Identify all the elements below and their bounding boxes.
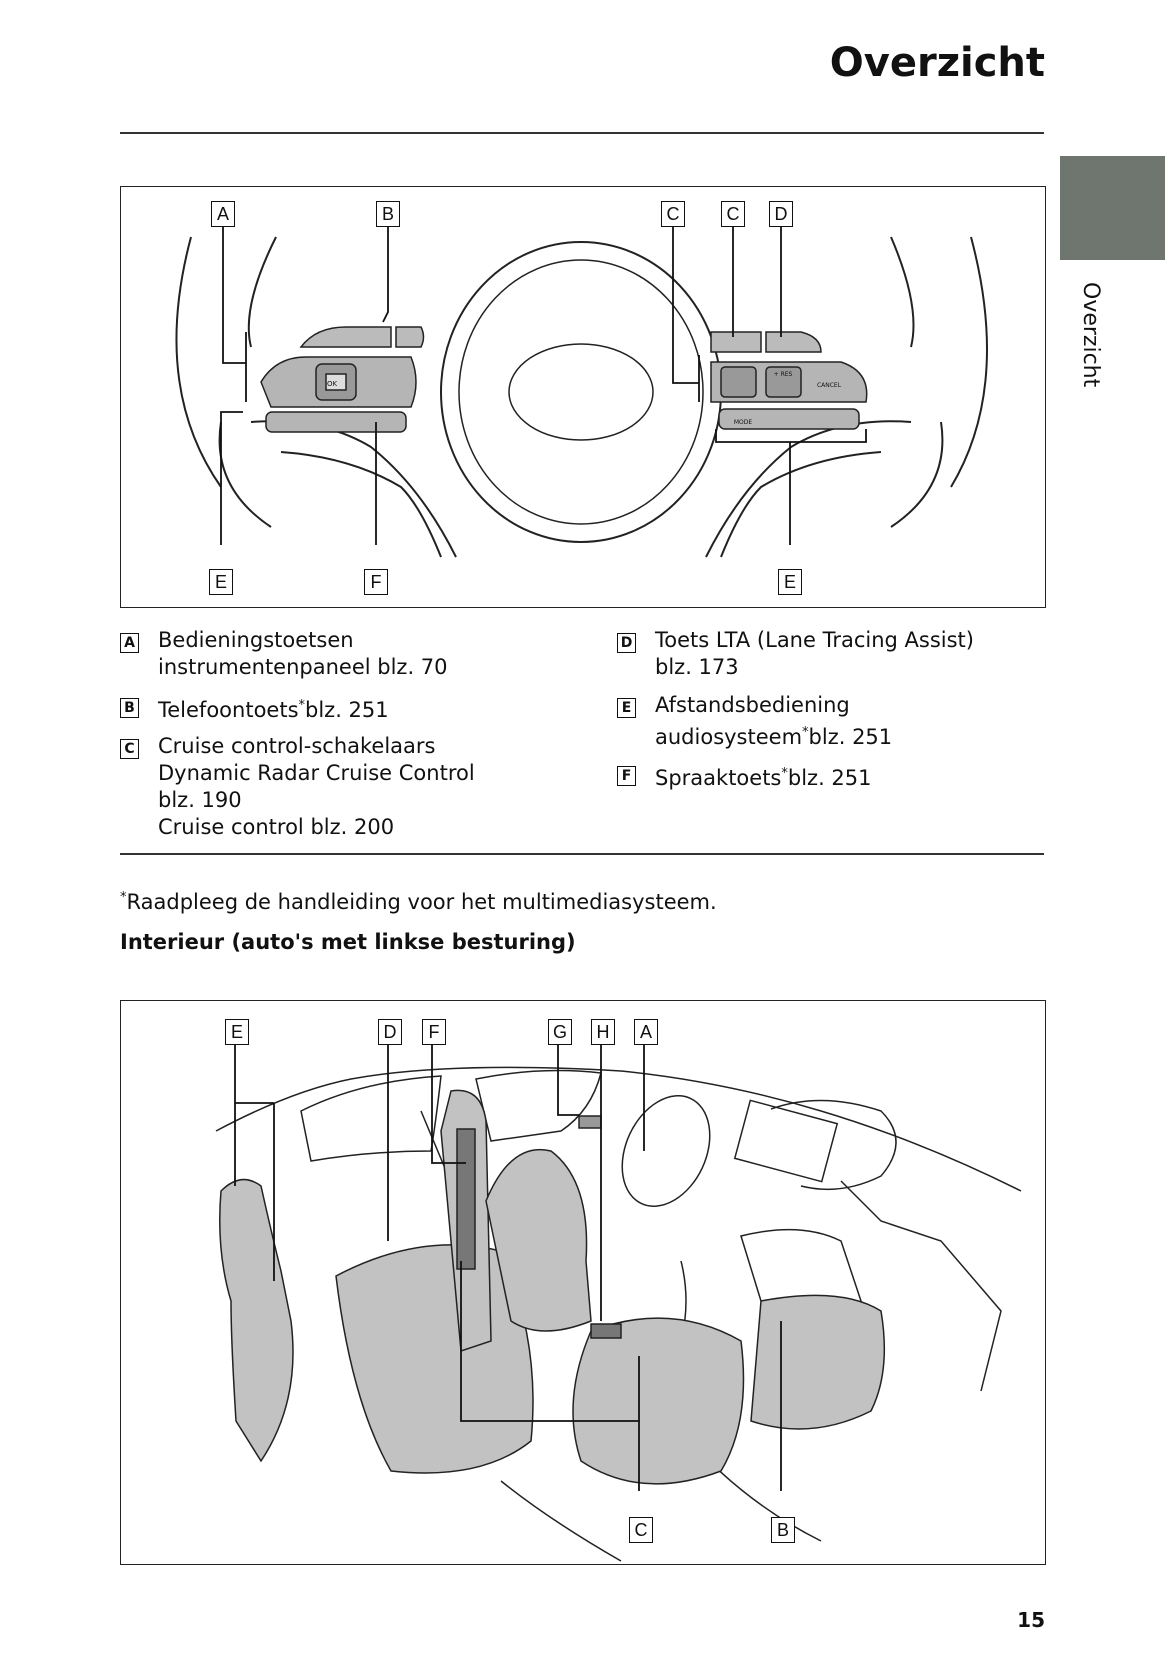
asterisk: * xyxy=(120,890,127,905)
legend-key: C xyxy=(120,739,139,759)
cancel-button-label: CANCEL xyxy=(817,382,842,389)
legend-rule xyxy=(120,853,1044,855)
legend-text: blz. 251 xyxy=(787,766,872,790)
callout-label: F xyxy=(422,1019,446,1045)
legend-key: E xyxy=(617,698,636,718)
asterisk: * xyxy=(781,766,788,781)
callout-label: C xyxy=(661,201,685,227)
legend-text: Toets LTA (Lane Tracing Assist) xyxy=(655,628,974,652)
section-tab xyxy=(1060,156,1165,260)
callout-label: D xyxy=(378,1019,402,1045)
page-number: 15 xyxy=(1017,1608,1045,1632)
car-interior-illustration xyxy=(215,1045,1022,1562)
callout-label: E xyxy=(209,569,233,595)
callout-label: B xyxy=(376,201,400,227)
callout-label: C xyxy=(721,201,745,227)
legend-text: Spraaktoets xyxy=(655,766,782,790)
legend-text: audiosysteem xyxy=(655,725,803,749)
legend-text: Cruise control-schakelaars xyxy=(158,734,436,758)
callout-label: B xyxy=(771,1517,795,1543)
legend-text: Telefoontoets xyxy=(158,698,299,722)
callout-label: A xyxy=(211,201,235,227)
legend-key: B xyxy=(120,698,139,718)
asterisk: * xyxy=(802,725,809,740)
legend-key: F xyxy=(617,766,636,786)
legend-text: Bedieningstoetsen xyxy=(158,628,354,652)
res-button-label: + RES xyxy=(774,371,793,378)
legend-text: blz. 251 xyxy=(305,698,389,722)
legend-text: blz. 173 xyxy=(655,655,739,679)
legend-text: Afstandsbediening xyxy=(655,693,850,717)
page-title: Overzicht xyxy=(829,40,1045,86)
legend-text: blz. 190 xyxy=(158,788,242,812)
asterisk: * xyxy=(298,698,306,713)
steering-wheel-illustration: OK + RES CANCEL MODE xyxy=(175,225,988,558)
callout-label: E xyxy=(225,1019,249,1045)
callout-label: A xyxy=(634,1019,658,1045)
callout-label: F xyxy=(364,569,388,595)
callout-label: E xyxy=(778,569,802,595)
mode-button-label: MODE xyxy=(734,419,753,426)
interior-figure: E D F G H A C B xyxy=(120,1000,1046,1565)
callout-label: C xyxy=(629,1517,653,1543)
legend-text: Cruise control blz. 200 xyxy=(158,815,395,839)
footnote: *Raadpleeg de handleiding voor het multi… xyxy=(120,890,717,914)
legend-text: blz. 251 xyxy=(808,725,893,749)
callout-label: H xyxy=(591,1019,615,1045)
legend-text: Dynamic Radar Cruise Control xyxy=(158,761,475,785)
legend-text: instrumentenpaneel blz. 70 xyxy=(158,655,448,679)
section-subheading: Interieur (auto's met linkse besturing) xyxy=(120,930,576,954)
ok-button-label: OK xyxy=(327,380,338,388)
steering-wheel-figure: OK + RES CANCEL MODE A B C C D E F E xyxy=(120,186,1046,608)
section-tab-label: Overzicht xyxy=(1078,282,1103,388)
header-rule xyxy=(120,132,1044,134)
callout-label: D xyxy=(769,201,793,227)
callout-label: G xyxy=(548,1019,572,1045)
legend-key: D xyxy=(617,633,636,653)
legend-key: A xyxy=(120,633,139,653)
